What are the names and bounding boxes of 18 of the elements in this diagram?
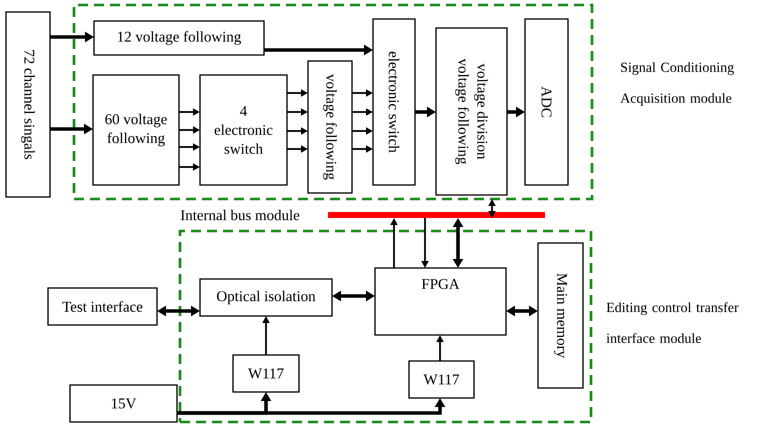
block-box: 60 voltage following bbox=[92, 74, 180, 186]
block-box: 72 channel singals bbox=[5, 11, 51, 198]
block-box: Main memory bbox=[537, 242, 584, 389]
block-box: W117 bbox=[232, 354, 300, 393]
module-label: Signal Conditioning Acquisition module bbox=[620, 62, 734, 106]
block-box: 12 voltage following bbox=[93, 20, 265, 56]
block-box: Optical isolation bbox=[199, 278, 333, 317]
block-box: voltage following bbox=[307, 60, 353, 194]
block-box: Test interface bbox=[47, 287, 158, 326]
block-box: ADC bbox=[524, 18, 569, 186]
block-box: 15V bbox=[69, 384, 178, 423]
module-label: Editing control transfer interface module bbox=[606, 302, 739, 344]
block-box: 4 electronic switch bbox=[199, 74, 288, 186]
block-box: voltage division voltage following bbox=[435, 27, 508, 196]
block-box: electronic switch bbox=[372, 18, 416, 186]
block-box: FPGA bbox=[374, 267, 507, 336]
block-box: W117 bbox=[408, 360, 475, 399]
bus-label: Internal bus module bbox=[180, 210, 300, 220]
